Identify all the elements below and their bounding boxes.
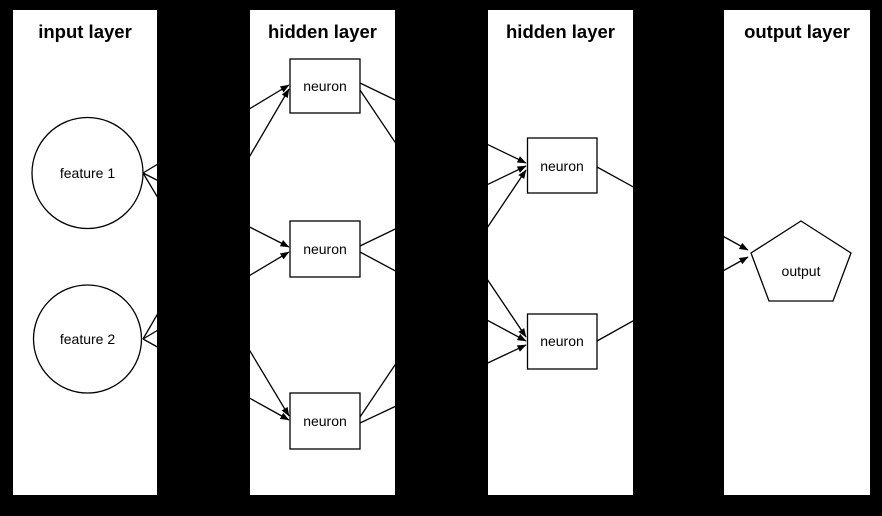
hidden-layer-2-title: hidden layer [506,21,615,42]
output-node [750,220,852,302]
edge-h2n1-output [596,166,749,251]
edge-h1n2-h2n2 [359,251,527,342]
hidden2-neuron-1-label: neuron [540,158,584,174]
hidden1-neuron-3-label: neuron [303,413,347,429]
edge-feature2-neuron1 [142,88,290,340]
edge-feature1-neuron1 [142,84,290,174]
feature-2-node [32,284,143,394]
edge-h1n3-h2n1 [359,169,527,418]
output-node-label: output [782,263,821,279]
hidden1-neuron-2-label: neuron [303,241,347,257]
edge-h2n2-output [596,256,749,342]
panel-hidden-layer-2 [488,10,633,495]
hidden1-neuron-1-node [289,58,361,114]
edge-feature1-neuron2 [142,172,290,248]
edge-h1n1-h2n1 [359,82,527,164]
hidden1-neuron-2-node [289,220,361,278]
edge-feature1-neuron3 [142,172,290,417]
hidden2-neuron-2-node [526,313,598,370]
edge-h1n3-h2n2 [359,344,527,424]
hidden1-neuron-3-node [289,392,361,450]
panel-input-layer [13,10,157,495]
hidden2-neuron-1-node [526,137,598,194]
input-layer-title: input layer [38,21,132,42]
hidden2-neuron-2-label: neuron [540,333,584,349]
edge-feature2-neuron2 [142,251,290,340]
feature-1-label: feature 1 [60,165,115,181]
edges [142,82,749,424]
edge-h1n2-h2n1 [359,165,527,247]
feature-1-node [31,116,144,230]
feature-2-label: feature 2 [60,331,115,347]
edge-feature2-neuron3 [142,338,290,421]
hidden-layer-1-title: hidden layer [268,21,377,42]
output-layer-title: output layer [744,21,850,42]
edge-h1n1-h2n2 [359,89,527,338]
hidden1-neuron-1-label: neuron [303,78,347,94]
